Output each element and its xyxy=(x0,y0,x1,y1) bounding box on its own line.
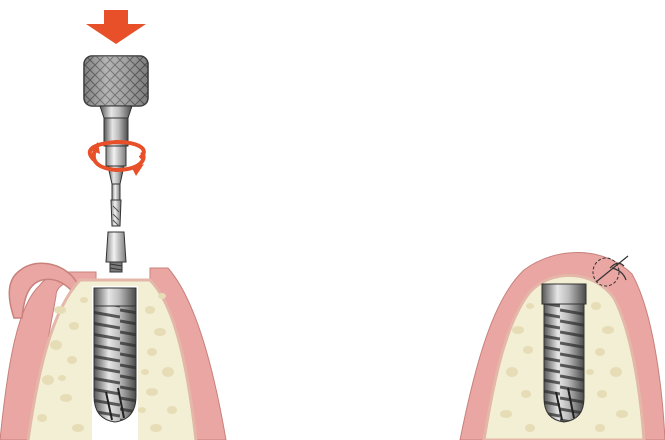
right-panel xyxy=(460,252,665,440)
cover-screw xyxy=(106,232,126,272)
implant-left xyxy=(94,288,136,422)
implant-right xyxy=(542,284,586,422)
down-arrow-icon xyxy=(86,10,146,44)
left-panel xyxy=(0,10,226,440)
